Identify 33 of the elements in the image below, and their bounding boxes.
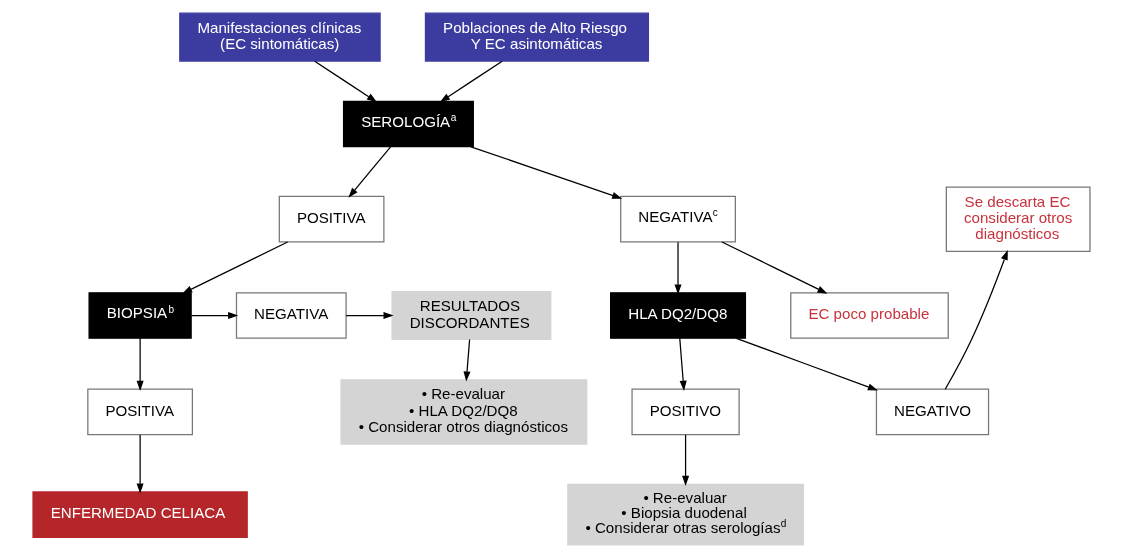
node-box: POSITIVA [278, 195, 384, 243]
node-box: NEGATIVA$^{c}$ [619, 195, 736, 243]
node-box: RESULTADOS DISCORDANTES [390, 290, 551, 341]
node-box: NEGATIVO [875, 388, 989, 436]
node-box: POSITIVA [86, 388, 193, 436]
node-box: EC poco probable [789, 292, 949, 339]
node-box: NEGATIVA [235, 292, 347, 339]
node-box: ENFERMEDAD CELIACA [31, 491, 248, 538]
arrow [347, 146, 391, 198]
node-box: BIOPSIA$^{b}$ [87, 292, 192, 339]
arrow [136, 337, 144, 391]
node-box: Manifestaciones clínicas (EC sintomáticas) [178, 12, 381, 62]
node-box: Se descarta EC considerar otros diagnósticos [945, 186, 1091, 252]
arrow [345, 312, 394, 320]
arrow [681, 434, 689, 486]
arrow [678, 337, 687, 391]
node-box: HLA DQ2/DQ8 [609, 292, 746, 339]
node-box: • Re-evaluar • Biopsia duodenal • Considerar otras serologías$^{d}$ [566, 483, 804, 546]
arrow [136, 434, 144, 494]
arrow [469, 146, 622, 199]
node-box: Poblaciones de Alto Riesgo Y EC asintomáticas [424, 12, 649, 62]
arrow [439, 60, 503, 103]
arrow [720, 241, 827, 294]
arrow [944, 249, 1008, 390]
arrow [181, 241, 288, 294]
arrow [735, 337, 878, 391]
node-box: • Re-evaluar • HLA DQ2/DQ8 • Considerar otros diagnósticos [339, 379, 587, 445]
node-box: POSITIVO [630, 388, 740, 436]
arrow [313, 60, 377, 103]
arrow [674, 241, 682, 295]
node-box: SEROLOGÍA$^{a}$ [342, 100, 474, 148]
arrow [463, 338, 471, 382]
arrow [190, 312, 238, 320]
